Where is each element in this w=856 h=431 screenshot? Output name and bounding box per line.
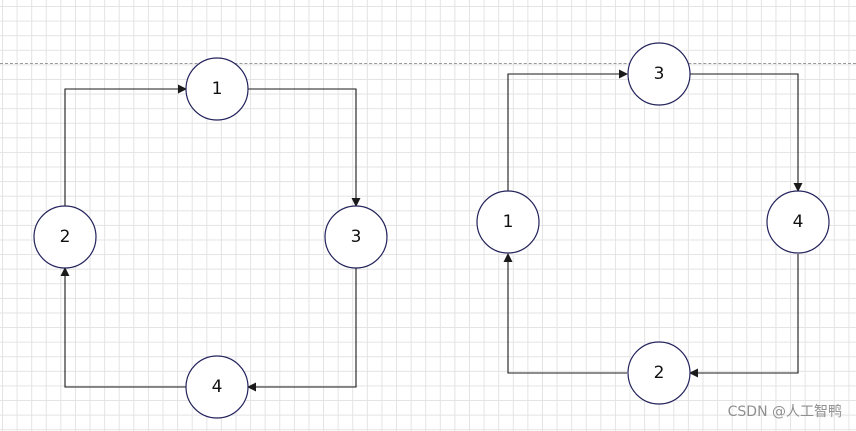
node-b3[interactable]: 3	[627, 42, 691, 106]
node-label: 4	[793, 212, 804, 232]
diagram-a: 1 2 3 4	[33, 57, 388, 419]
edge-b4-to-b2	[689, 254, 799, 378]
edge-b3-to-b4	[690, 73, 803, 192]
node-label: 2	[654, 363, 665, 383]
edge-b2-to-b1	[503, 253, 627, 374]
edge-a1-to-a3	[248, 88, 361, 207]
node-a3[interactable]: 3	[324, 205, 388, 269]
edge-a4-to-a2	[60, 267, 186, 388]
node-label: 4	[212, 377, 223, 397]
edge-b1-to-b3	[507, 69, 628, 191]
node-a4[interactable]: 4	[185, 355, 249, 419]
diagram-b: 1 3 4 2	[476, 42, 830, 405]
node-label: 3	[654, 64, 665, 84]
node-a2[interactable]: 2	[33, 205, 97, 269]
node-label: 3	[351, 227, 362, 247]
node-label: 1	[503, 212, 514, 232]
node-label: 1	[212, 79, 223, 99]
node-b1[interactable]: 1	[476, 190, 540, 254]
node-b2[interactable]: 2	[627, 341, 691, 405]
node-a1[interactable]: 1	[185, 57, 249, 121]
node-b4[interactable]: 4	[766, 190, 830, 254]
edge-a2-to-a1	[64, 84, 187, 206]
watermark-text: CSDN @人工智鸭	[727, 404, 842, 420]
edge-a3-to-a4	[247, 268, 357, 392]
page-divider	[0, 63, 856, 64]
node-label: 2	[60, 227, 71, 247]
